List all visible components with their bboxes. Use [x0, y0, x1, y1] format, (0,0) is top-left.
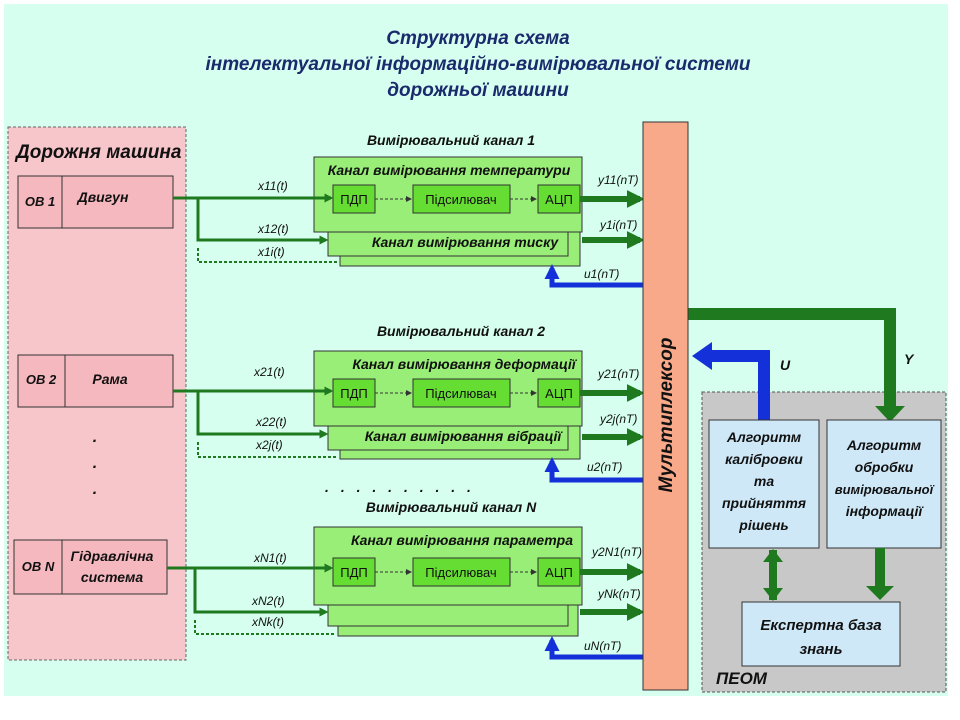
channel-2-pdp-label: ПДП [340, 386, 368, 401]
object-2-id: ОВ 2 [26, 372, 57, 387]
channel-1-back-label: Канал вимірювання тиску [372, 234, 559, 250]
calibration-line-3: та [754, 473, 774, 489]
channel-n-feedback-arrow [544, 636, 643, 660]
channel-2-main-label: Канал вимірювання деформації [352, 356, 577, 372]
channel-2-output-1: y21(nT) [597, 367, 639, 381]
u-signal-label: U [780, 357, 791, 373]
processing-line-2: обробки [855, 459, 914, 475]
channel-1-feedback: u1(nT) [584, 267, 619, 281]
object-2: ОВ 2 Рама [17, 354, 174, 408]
channel-1-adc-block [537, 184, 581, 214]
channel-n-pdp-label: ПДП [340, 565, 368, 580]
calibration-line-2: калібровки [725, 451, 803, 467]
knowledge-line-2: знань [799, 641, 842, 658]
channel-n-adc-block [537, 557, 581, 587]
channel-1-input-2: x12(t) [257, 222, 289, 236]
knowledge-line-1: Експертна база [760, 617, 881, 634]
channel-1-input-arrows [173, 193, 338, 263]
y-signal-label: Y [904, 351, 915, 367]
channel-n-amp-label: Підсилювач [425, 565, 496, 580]
channel-n-main-label: Канал вимірювання параметра [351, 532, 573, 548]
channel-n-adc-label: АЦП [545, 565, 573, 580]
channel-2-title: Вимірювальний канал 2 [377, 323, 545, 339]
channel-1-output-2: y1i(nT) [599, 218, 637, 232]
object-ellipsis-2: . [93, 455, 97, 472]
processing-line-4: інформації [846, 503, 925, 519]
u-signal-arrowhead [692, 342, 712, 370]
channel-1-main-label: Канал вимірювання температури [328, 162, 571, 178]
processing-line-3: вимірювальної [835, 482, 935, 497]
channel-1-input-3: x1i(t) [257, 245, 285, 259]
object-1-name: Двигун [77, 189, 129, 205]
channel-1-input-1: x11(t) [257, 179, 288, 193]
channel-2-amp-label: Підсилювач [425, 386, 496, 401]
object-n-name-line1: Гідравлічна [71, 548, 154, 564]
channel-n-input-arrows [167, 563, 336, 635]
calibration-line-5: рішень [738, 517, 788, 533]
channel-1-output-1: y11(nT) [597, 173, 638, 187]
object-ellipsis-3: . [93, 481, 97, 498]
object-ellipsis-1: . [93, 429, 97, 446]
channel-2-input-arrows [173, 386, 338, 458]
channel-2-input-2: x22(t) [255, 415, 287, 429]
multiplexer-label: Мультиплексор [656, 338, 677, 493]
channel-n-input-1: xN1(t) [253, 551, 287, 565]
knowledge-base-box: Експертна база знань [741, 601, 901, 667]
y-signal-arrowhead [875, 406, 905, 422]
channel-2-input-1: x21(t) [253, 365, 285, 379]
object-n-id: ОВ N [22, 559, 55, 574]
object-1: ОВ 1 Двигун [17, 175, 174, 229]
channel-n-amp-block [412, 557, 511, 587]
channel-2-amp-block [412, 378, 511, 408]
channel-2-input-3: x2j(t) [255, 438, 283, 452]
channel-n-pdp-block [332, 557, 376, 587]
channel-n-feedback: uN(nT) [584, 639, 621, 653]
channel-1-adc-label: АЦП [545, 192, 573, 207]
channel-1-amp-block [412, 184, 511, 214]
channel-1-feedback-arrow [544, 264, 643, 288]
channel-2-back-label: Канал вимірювання вібрації [365, 428, 564, 444]
channel-2-feedback-arrow [544, 457, 643, 483]
channel-2-adc-block [537, 378, 581, 408]
object-1-id: ОВ 1 [25, 194, 55, 209]
channel-n-output-1: y2N1(nT) [591, 545, 642, 559]
channel-2-output-2: y2j(nT) [599, 412, 637, 426]
diagram-title-line3: дорожньої машини [387, 80, 569, 101]
channel-1-amp-label: Підсилювач [425, 192, 496, 207]
calibration-line-1: Алгоритм [726, 429, 802, 445]
channel-2-adc-label: АЦП [545, 386, 573, 401]
calibration-knowledge-arrowhead-down [763, 588, 783, 601]
channel-2-pdp-block [332, 378, 376, 408]
multiplexer-block [642, 121, 689, 691]
diagram-title-line1: Структурна схема [386, 28, 570, 49]
channel-n-input-2: xN2(t) [251, 594, 285, 608]
object-n-name-line2: система [81, 569, 144, 585]
processing-line-1: Алгоритм [846, 437, 922, 453]
y-signal-arrow [688, 308, 896, 412]
calibration-knowledge-arrowhead-up [763, 549, 783, 562]
channel-n-title: Вимірювальний канал N [366, 499, 537, 515]
u-signal-arrow [708, 350, 770, 420]
channel-2-feedback: u2(nT) [587, 460, 622, 474]
channel-1-pdp-label: ПДП [340, 192, 368, 207]
object-2-name: Рама [92, 371, 127, 387]
calibration-algorithm-box: Алгоритм калібровки та прийняття рішень [708, 419, 820, 549]
channel-1-title: Вимірювальний канал 1 [367, 132, 535, 148]
diagram-title-line2: інтелектуальної інформаційно-вимірювальн… [205, 54, 750, 75]
calibration-line-4: прийняття [722, 495, 806, 511]
channel-n-output-2: yNk(nT) [597, 587, 641, 601]
road-machine-label: Дорожня машина [14, 142, 182, 163]
processing-knowledge-arrowhead [866, 586, 894, 600]
channel-ellipsis: . . . . . . . . . . [325, 479, 475, 495]
peom-label: ПЕОМ [716, 669, 768, 688]
processing-algorithm-box: Алгоритм обробки вимірювальної інформаці… [826, 419, 942, 549]
object-n: ОВ N Гідравлічна система [13, 539, 168, 595]
channel-n-input-3: xNk(t) [251, 615, 284, 629]
